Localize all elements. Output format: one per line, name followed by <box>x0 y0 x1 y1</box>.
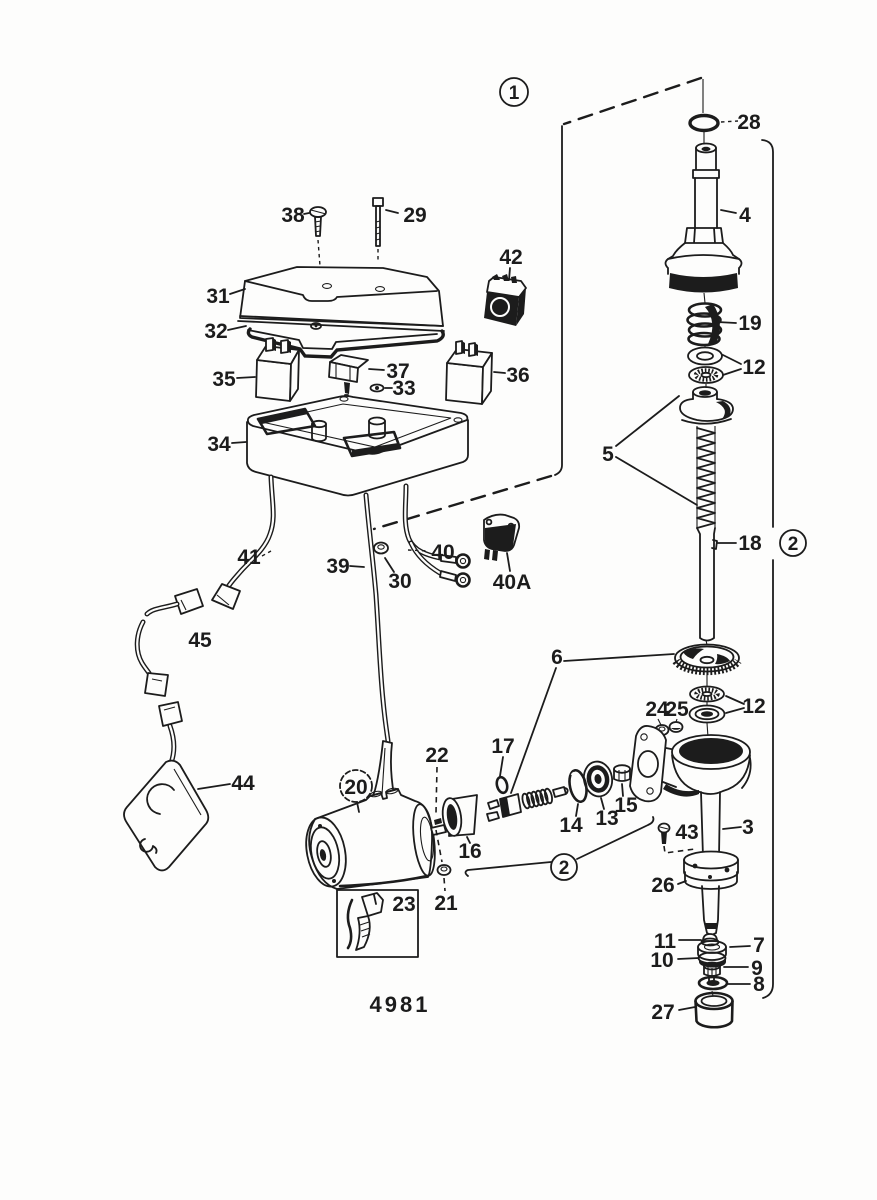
part-8-washer: 8 <box>697 973 765 996</box>
part-45-harness: 45 <box>134 588 212 766</box>
part-6-drive-shaft <box>486 786 569 822</box>
part-label-3: 3 <box>742 816 754 839</box>
part-label-26: 26 <box>651 874 674 897</box>
assembly-2-bracket: 2 <box>761 139 807 999</box>
callout-1-label: 1 <box>509 83 520 104</box>
part-21-nut: 21 <box>434 829 458 915</box>
callout-2-lower-label: 2 <box>559 858 570 879</box>
part-label-31: 31 <box>206 285 230 308</box>
part-30-nut: 30 <box>373 541 412 593</box>
part-label-36: 36 <box>506 364 529 387</box>
part-35-relay: 35 <box>212 337 300 402</box>
part-label-9: 9 <box>751 957 763 980</box>
drawing-number: 4981 <box>370 992 431 1017</box>
assembly-1-boundary <box>372 76 703 531</box>
part-label-5: 5 <box>602 443 614 466</box>
part-label-39: 39 <box>326 555 349 578</box>
part-label-40a: 40A <box>493 571 532 594</box>
part-40a-breaker: 40A <box>483 513 532 594</box>
callout-2-right-label: 2 <box>788 534 799 555</box>
part-label-15: 15 <box>614 794 638 817</box>
part-39-cable: 39 <box>326 492 397 811</box>
part-label-4: 4 <box>739 204 751 227</box>
part-label-14: 14 <box>559 814 583 837</box>
part-label-34: 34 <box>207 433 231 456</box>
part-10-ring: 10 <box>650 949 727 972</box>
part-40-cable: 40 <box>402 483 471 588</box>
part-36-relay: 36 <box>445 340 530 405</box>
part-label-32: 32 <box>204 320 227 343</box>
part-4-shaft: 4 <box>664 142 751 293</box>
part-18-shaft: 18 <box>696 527 762 642</box>
part-label-13: 13 <box>595 807 618 830</box>
part-42-switch: 42 <box>484 246 527 326</box>
part-label-38: 38 <box>281 204 305 227</box>
part-43-screw: 43 <box>657 821 699 854</box>
part-label-11: 11 <box>654 930 677 953</box>
part-34-junction-box: 34 <box>207 395 469 497</box>
part-label-35: 35 <box>212 368 236 391</box>
part-label-10: 10 <box>650 949 673 972</box>
part-label-27: 27 <box>651 1001 674 1024</box>
part-label-24: 24 <box>645 698 669 721</box>
part-16-coupling: 16 <box>441 794 482 863</box>
part-23-bracket-inset: 23 <box>336 889 419 958</box>
callout-1: 1 <box>499 77 529 107</box>
part-label-45: 45 <box>188 629 212 652</box>
part-20-motor: 22 20 <box>305 744 449 890</box>
part-38-screw: 38 <box>281 204 327 267</box>
part-12-washers-upper: 12 <box>687 346 766 384</box>
part-label-21: 21 <box>434 892 458 915</box>
part-label-41: 41 <box>237 546 261 569</box>
part-25-nut: 25 <box>665 698 689 733</box>
part-41-cable: 41 <box>211 474 276 610</box>
part-44-sender: 44 <box>123 759 255 872</box>
part-label-19: 19 <box>738 312 761 335</box>
part-label-20: 20 <box>344 776 367 799</box>
part-17-clip: 17 <box>491 735 515 795</box>
part-29-bolt: 29 <box>372 197 427 262</box>
part-33-washer: 33 <box>369 377 416 400</box>
part-label-23: 23 <box>392 893 415 916</box>
part-label-25: 25 <box>665 698 689 721</box>
part-label-22: 22 <box>425 744 448 767</box>
part-label-44: 44 <box>231 772 255 795</box>
part-label-6: 6 <box>551 646 563 669</box>
part-12-washers-lower: 12 <box>688 685 766 724</box>
part-label-30: 30 <box>388 570 411 593</box>
callout-2-lower: 2 <box>464 816 655 881</box>
part-label-42: 42 <box>499 246 522 269</box>
part-3-housing: 3 26 <box>629 725 754 936</box>
part-28-oring: 28 <box>688 111 761 134</box>
part-13-bearing: 13 <box>582 760 619 830</box>
part-11-cap: 11 <box>654 930 720 953</box>
part-label-40: 40 <box>431 541 454 564</box>
part-label-16: 16 <box>458 840 481 863</box>
part-label-12-lower: 12 <box>742 695 765 718</box>
part-label-12-upper: 12 <box>742 356 765 379</box>
part-27-bushing: 27 <box>651 991 734 1029</box>
part-22-key <box>434 818 442 825</box>
part-19-spring: 19 <box>686 302 762 347</box>
part-label-7: 7 <box>753 934 765 957</box>
part-label-17: 17 <box>491 735 514 758</box>
part-label-33: 33 <box>392 377 415 400</box>
part-5-worm-screw: 5 <box>602 386 734 529</box>
part-26-collar: 26 <box>651 850 739 897</box>
part-label-18: 18 <box>738 532 762 555</box>
part-label-28: 28 <box>737 111 761 134</box>
part-31-cover: 31 <box>206 266 445 350</box>
part-15-nut: 15 <box>613 764 638 817</box>
part-32-gasket: 32 <box>204 320 445 359</box>
part-label-29: 29 <box>403 204 426 227</box>
part-6-gear: 6 <box>510 643 742 794</box>
part-label-37: 37 <box>386 360 409 383</box>
part-label-43: 43 <box>675 821 698 844</box>
part-label-8: 8 <box>753 973 765 996</box>
